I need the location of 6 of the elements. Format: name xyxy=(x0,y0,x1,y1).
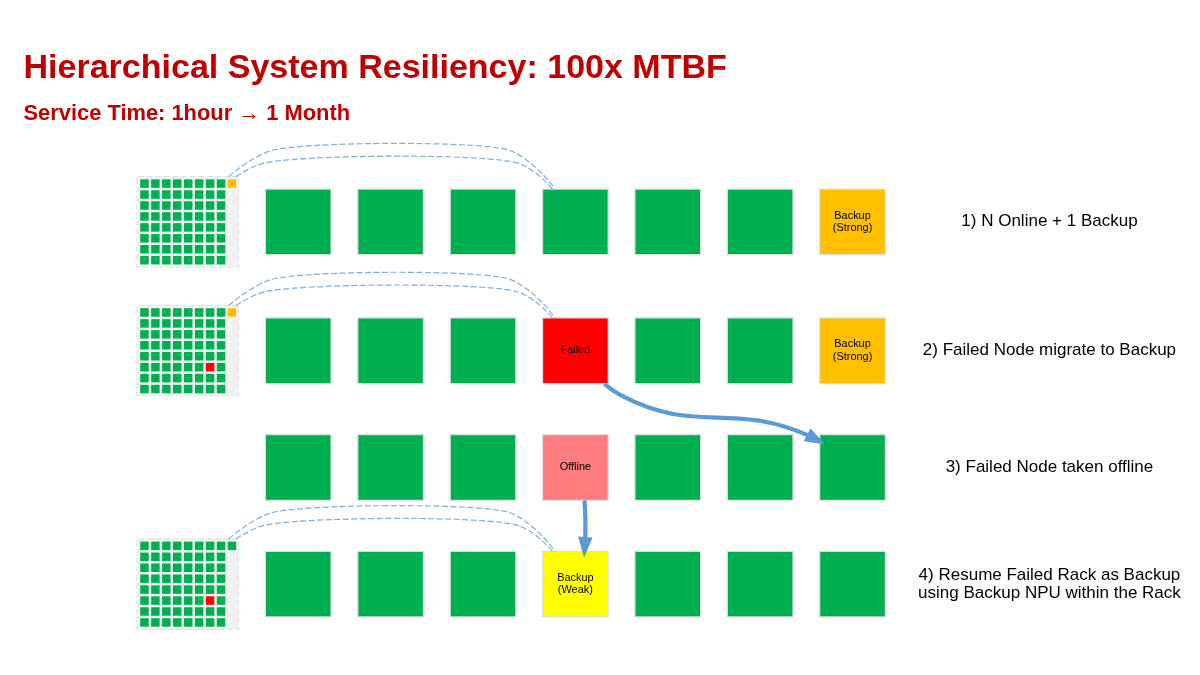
diagram-title: Hierarchical System Resiliency: 100x MTBF xyxy=(23,46,727,85)
label: 1) N Online + 1 Backup xyxy=(961,210,1138,230)
label: 2) Failed Node migrate to Backup xyxy=(922,339,1177,359)
label: 3) Failed Node taken offline xyxy=(945,456,1154,476)
label: 4) Resume Failed Rack as Backup using Backup NPU within the Rack xyxy=(918,564,1181,602)
label: Service Time: 1hour → 1 Month xyxy=(23,99,351,125)
